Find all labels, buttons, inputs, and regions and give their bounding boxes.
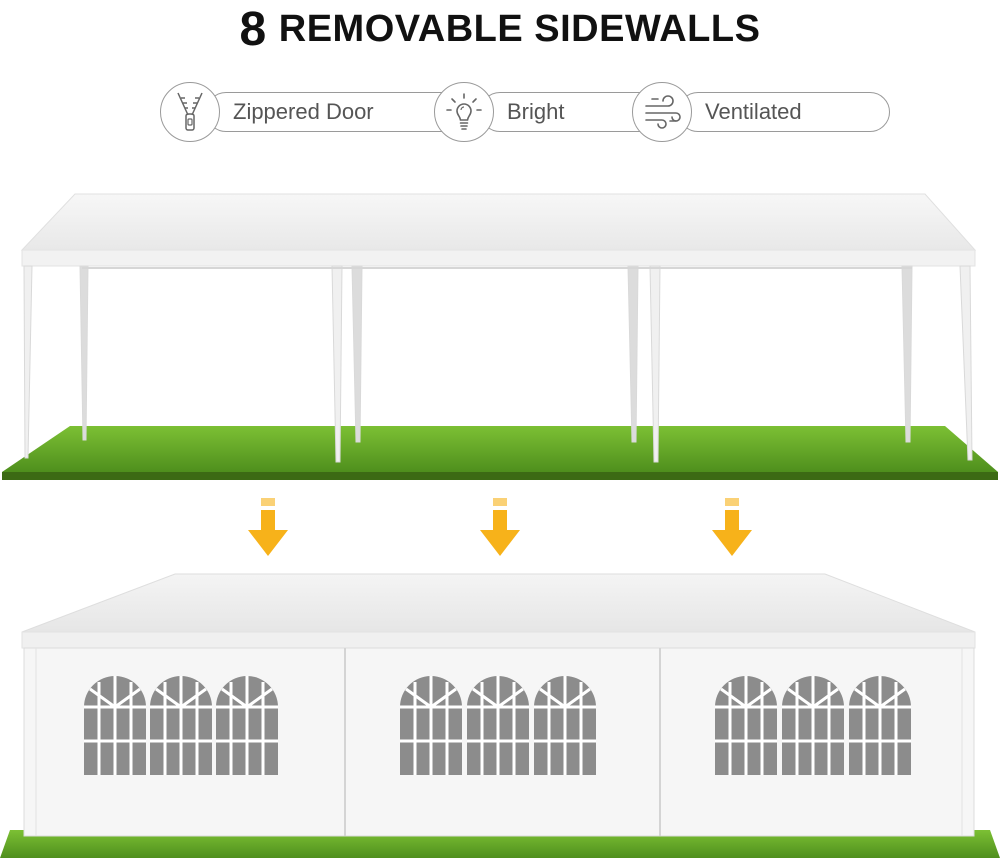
down-arrow-icon bbox=[248, 498, 288, 556]
headline-text: REMOVABLE SIDEWALLS bbox=[278, 7, 761, 50]
feature-label: Ventilated bbox=[678, 92, 890, 132]
tent-with-sidewalls-image bbox=[0, 573, 1000, 858]
headline-number: 8 bbox=[239, 2, 267, 56]
light-bulb-icon bbox=[434, 82, 494, 142]
zipper-icon bbox=[160, 82, 220, 142]
down-arrow-icon bbox=[712, 498, 752, 556]
tent-roof bbox=[20, 193, 977, 267]
feature-zippered-door: Zippered Door bbox=[160, 80, 468, 144]
wind-icon bbox=[632, 82, 692, 142]
feature-label: Zippered Door bbox=[206, 92, 468, 132]
grass-ground bbox=[2, 426, 998, 480]
tent-open-image bbox=[2, 193, 998, 480]
headline: 8 REMOVABLE SIDEWALLS bbox=[0, 0, 1000, 58]
grass-ground bbox=[0, 830, 1000, 858]
tent-roof bbox=[21, 573, 976, 649]
feature-ventilated: Ventilated bbox=[632, 80, 890, 144]
down-arrow-icon bbox=[480, 498, 520, 556]
tent-poles bbox=[23, 265, 973, 463]
